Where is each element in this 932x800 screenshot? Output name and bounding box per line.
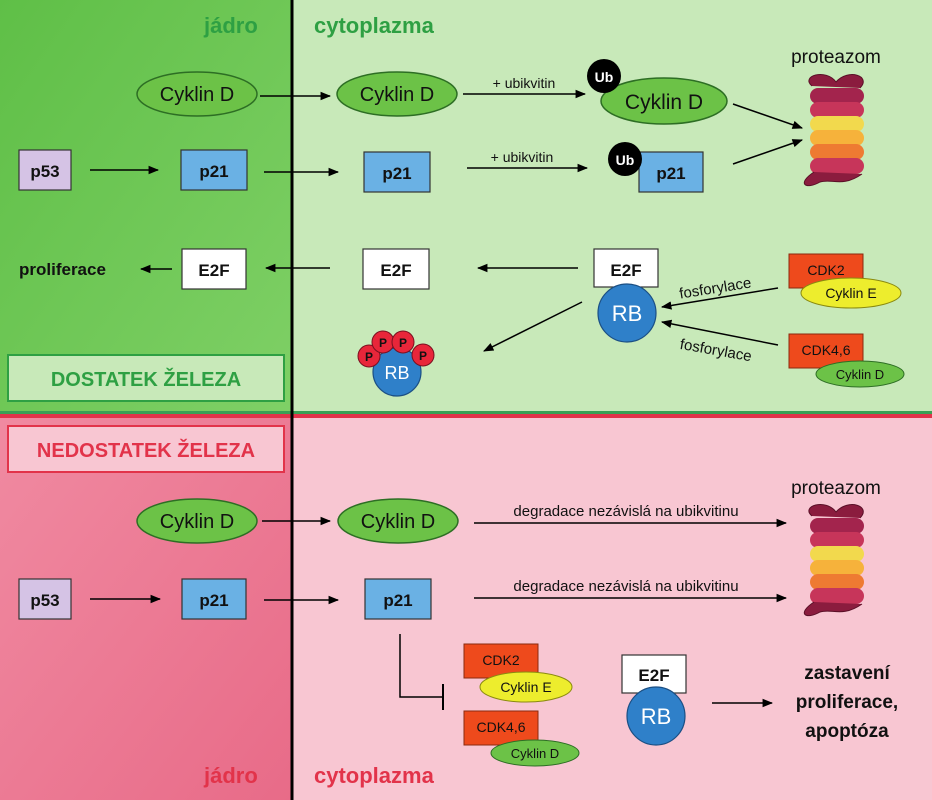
ubiquitin-badge-2-label: Ub <box>616 152 635 168</box>
cyclin-d-cyto-top-label: Cyklin D <box>360 84 434 106</box>
cdk2-top-label: CDK2 <box>807 262 845 278</box>
cdk2-bottom-label: CDK2 <box>482 652 520 668</box>
p21-nucleus-top-label: p21 <box>199 162 228 181</box>
outcome-line-3: apoptóza <box>805 721 889 742</box>
cyclin-d-cdk-top <box>815 360 905 388</box>
p21-cyto-top-label: p21 <box>382 164 411 183</box>
p21-cyto-top <box>363 151 431 193</box>
phospho-mark <box>391 330 415 354</box>
p21-nucleus-bottom <box>181 578 247 620</box>
p53-bottom-label: p53 <box>30 591 59 610</box>
degradation-label-2: degradace nezávislá na ubikvitinu <box>513 578 738 595</box>
arrow-phosphorylation-2 <box>660 319 779 346</box>
e2f-cyto-top-label: E2F <box>380 261 411 280</box>
ubiquitin-badge-1 <box>587 59 621 93</box>
rb-bottom <box>626 686 686 746</box>
p21-cyto-bottom <box>364 578 432 620</box>
ubiquitin-badge-2 <box>608 142 642 176</box>
p21-ubiquitinated <box>638 151 704 193</box>
arrow-rb-phosphorylated <box>483 301 583 352</box>
ubiquitin-badge-1-label: Ub <box>595 69 614 85</box>
state-box-bottom <box>7 425 285 473</box>
proteasome-icon-top <box>803 73 864 187</box>
cyclin-d-nucleus-top <box>136 71 258 117</box>
arrow-phosphorylation-1 <box>660 287 779 310</box>
p21-nucleus-bottom-label: p21 <box>199 591 228 610</box>
cyclin-d-ubiquitinated <box>600 77 728 125</box>
section-divider <box>0 411 932 415</box>
state-box-top <box>7 354 285 402</box>
top-cytoplasm-label: cytoplazma <box>314 13 435 38</box>
e2f-nucleus-top <box>181 248 247 290</box>
inhibition-line <box>399 634 443 698</box>
ubiquitin-label-1: + ubikvitin <box>493 75 556 91</box>
phospho-mark-label: P <box>379 336 387 350</box>
outcome-line-2: proliferace, <box>796 692 898 713</box>
phospho-mark-label: P <box>365 350 373 364</box>
rb-bottom-label: RB <box>641 704 672 729</box>
rb-bound-top-label: RB <box>612 301 643 326</box>
cdk46-bottom <box>463 710 539 746</box>
state-label-top: DOSTATEK ŽELEZA <box>51 367 241 391</box>
cyclin-d-nucleus-bottom <box>136 498 258 544</box>
cyclin-d-ubiquitinated-label: Cyklin D <box>625 91 703 114</box>
e2f-bound-top <box>593 248 659 288</box>
proliferation-label: proliferace <box>19 260 106 279</box>
bottom-cytoplasm-label: cytoplazma <box>314 763 435 788</box>
phospho-mark-label: P <box>399 336 407 350</box>
ubiquitin-label-2: + ubikvitin <box>491 149 554 165</box>
proteasome-label-bottom: proteazom <box>791 478 881 499</box>
e2f-bound-top-label: E2F <box>610 261 641 280</box>
cyclin-d-cdk-top-label: Cyklin D <box>836 367 884 382</box>
p53-bottom <box>18 578 72 620</box>
p53-top-label: p53 <box>30 162 59 181</box>
phospho-mark <box>357 344 381 368</box>
phospho-mark <box>411 343 435 367</box>
cdk46-bottom-label: CDK4,6 <box>476 719 525 735</box>
proteasome-label-top: proteazom <box>791 47 881 68</box>
cyclin-d-cdk-bottom <box>490 739 580 767</box>
arrow-to-proteasome-2 <box>732 139 803 165</box>
p21-nucleus-top <box>180 149 248 191</box>
e2f-bottom-label: E2F <box>638 666 669 685</box>
degradation-label-1: degradace nezávislá na ubikvitinu <box>513 503 738 520</box>
state-label-bottom: NEDOSTATEK ŽELEZA <box>37 438 255 462</box>
cyclin-d-cdk-bottom-label: Cyklin D <box>511 746 559 761</box>
outcome-line-1: zastavení <box>804 663 890 684</box>
cyclin-d-cyto-top <box>336 71 458 117</box>
cyclin-d-cyto-bottom <box>337 498 459 544</box>
bottom-nucleus-label: jádro <box>203 763 258 788</box>
cdk46-top-label: CDK4,6 <box>801 342 850 358</box>
rb-bound-top <box>597 283 657 343</box>
e2f-nucleus-top-label: E2F <box>198 261 229 280</box>
proteasome-icon-bottom <box>803 503 864 617</box>
p53-top <box>18 149 72 191</box>
arrow-to-proteasome-1 <box>732 103 803 129</box>
top-nucleus-region <box>0 0 292 412</box>
phospho-mark-label: P <box>419 349 427 363</box>
p21-ubiquitinated-label: p21 <box>656 164 685 183</box>
p21-cyto-bottom-label: p21 <box>383 591 412 610</box>
cyclin-e-bottom-label: Cyklin E <box>500 679 551 695</box>
e2f-cyto-top <box>362 248 430 290</box>
cyclin-e-bottom <box>479 671 573 703</box>
cyclin-d-cyto-bottom-label: Cyklin D <box>361 511 435 533</box>
section-divider-red <box>0 414 932 418</box>
cyclin-d-nucleus-top-label: Cyklin D <box>160 84 234 106</box>
cyclin-e-top-label: Cyklin E <box>825 285 876 301</box>
top-nucleus-label: jádro <box>203 13 258 38</box>
cyclin-e-top <box>800 277 902 309</box>
rb-phosphorylated-label: RB <box>384 363 409 383</box>
cyclin-d-nucleus-bottom-label: Cyklin D <box>160 511 234 533</box>
